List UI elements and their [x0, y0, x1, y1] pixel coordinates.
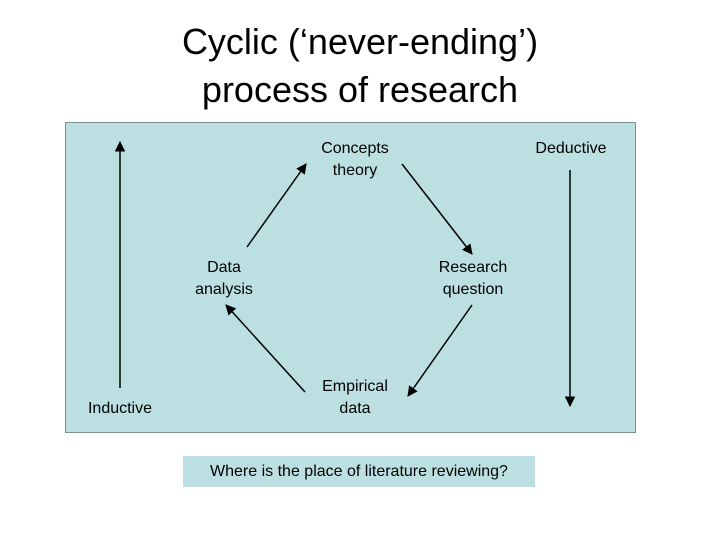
node-label: question	[442, 281, 504, 298]
node-label: analysis	[195, 281, 253, 298]
node-label: data	[339, 400, 371, 417]
diagram-panel	[65, 122, 636, 433]
node-label: theory	[332, 162, 378, 179]
slide-title: Cyclic (‘never-ending’) process of resea…	[0, 18, 720, 114]
node-label: Research	[438, 259, 508, 276]
title-line-2: process of research	[201, 69, 519, 110]
label-inductive: Inductive	[87, 400, 153, 417]
arrow-analysis-to-concepts	[246, 163, 307, 248]
node-label: Empirical	[322, 378, 388, 395]
arrow-empirical-to-analysis	[225, 304, 306, 393]
arrow-question-to-empirical	[407, 304, 473, 397]
node-research-question: Research question	[423, 257, 523, 301]
node-concepts-theory: Concepts theory	[305, 138, 405, 182]
node-label: Data	[207, 259, 241, 276]
title-line-1: Cyclic (‘never-ending’)	[181, 21, 539, 62]
node-data-analysis: Data analysis	[174, 257, 274, 301]
label-deductive: Deductive	[535, 140, 607, 157]
arrow-concepts-to-question	[401, 163, 473, 255]
node-label: Concepts	[321, 140, 389, 157]
question-callout: Where is the place of literature reviewi…	[183, 456, 535, 487]
node-empirical-data: Empirical data	[305, 376, 405, 420]
